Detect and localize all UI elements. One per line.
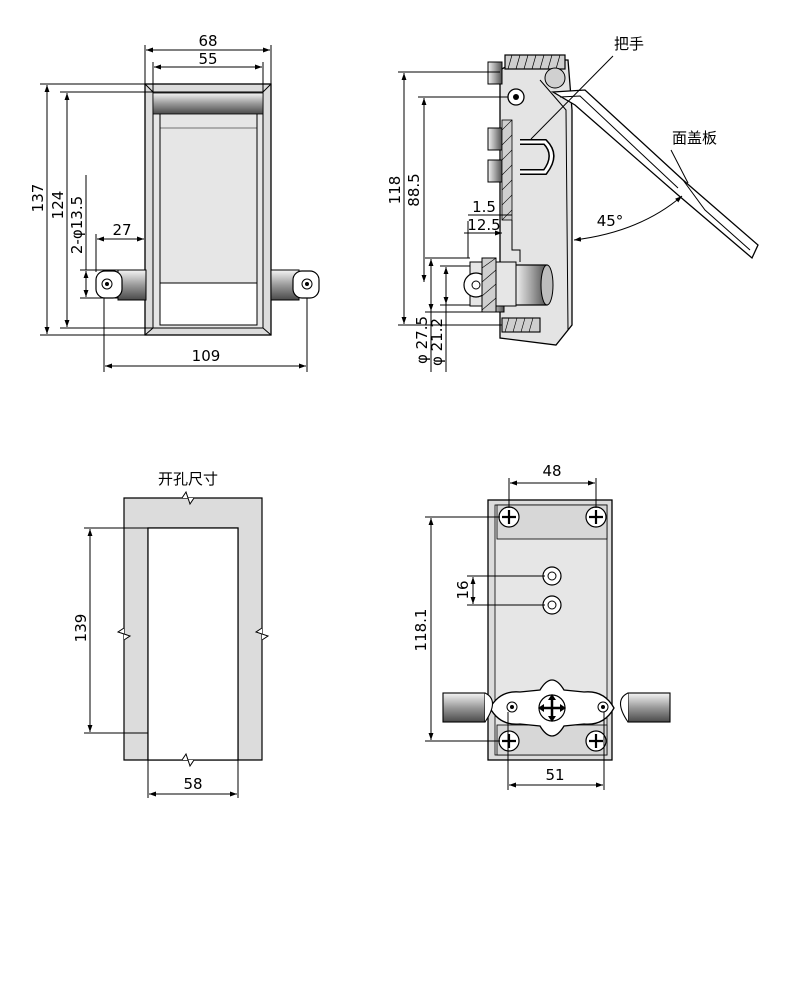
front-view: 68 55 137 124 2-φ13.5 27 109: [29, 32, 320, 372]
back-screw-top-right: [585, 506, 607, 528]
dim-68: 68: [198, 32, 217, 50]
dim-45deg: 45°: [597, 212, 624, 230]
cover-plate: [550, 89, 759, 260]
label-cover: 面盖板: [672, 129, 717, 147]
cutout-view: 开孔尺寸 139 58: [72, 470, 270, 798]
dim-55: 55: [198, 50, 217, 68]
dim-137: 137: [29, 184, 47, 213]
front-top-band: [152, 92, 264, 115]
side-view: 把手 面盖板 45° 118 88.5 1.5 12.5 φ 27.5: [386, 35, 759, 372]
dim-58: 58: [183, 775, 202, 793]
dim-27: 27: [112, 221, 131, 239]
dim-124: 124: [49, 191, 67, 220]
dim-48: 48: [542, 462, 561, 480]
dim-51: 51: [545, 766, 564, 784]
dim-phi-27-5: φ 27.5: [413, 316, 431, 364]
dim-phi-21-2: φ 21.2: [428, 318, 446, 366]
dim-109: 109: [192, 347, 221, 365]
dim-holes: 2-φ13.5: [68, 196, 86, 254]
front-right-arm: [270, 269, 320, 301]
cutout-title: 开孔尺寸: [158, 470, 218, 488]
dim-118: 118: [386, 176, 404, 205]
back-screw-bottom-left: [498, 730, 520, 752]
dim-88-5: 88.5: [405, 173, 423, 206]
cutout-hole: [147, 527, 239, 761]
front-bottom-window: [159, 282, 258, 326]
front-left-arm: [95, 269, 147, 301]
dim-16: 16: [454, 580, 472, 599]
back-right-handle: [619, 692, 671, 723]
back-left-handle: [442, 692, 494, 723]
back-screw-bottom-right: [585, 730, 607, 752]
back-view: 48 16 118.1 51: [412, 462, 671, 790]
back-screw-top-left: [498, 506, 520, 528]
dim-1-5: 1.5: [472, 198, 496, 216]
dim-118-1: 118.1: [412, 609, 430, 652]
label-handle: 把手: [614, 35, 644, 53]
dim-12-5: 12.5: [467, 216, 500, 234]
dim-139: 139: [72, 614, 90, 643]
